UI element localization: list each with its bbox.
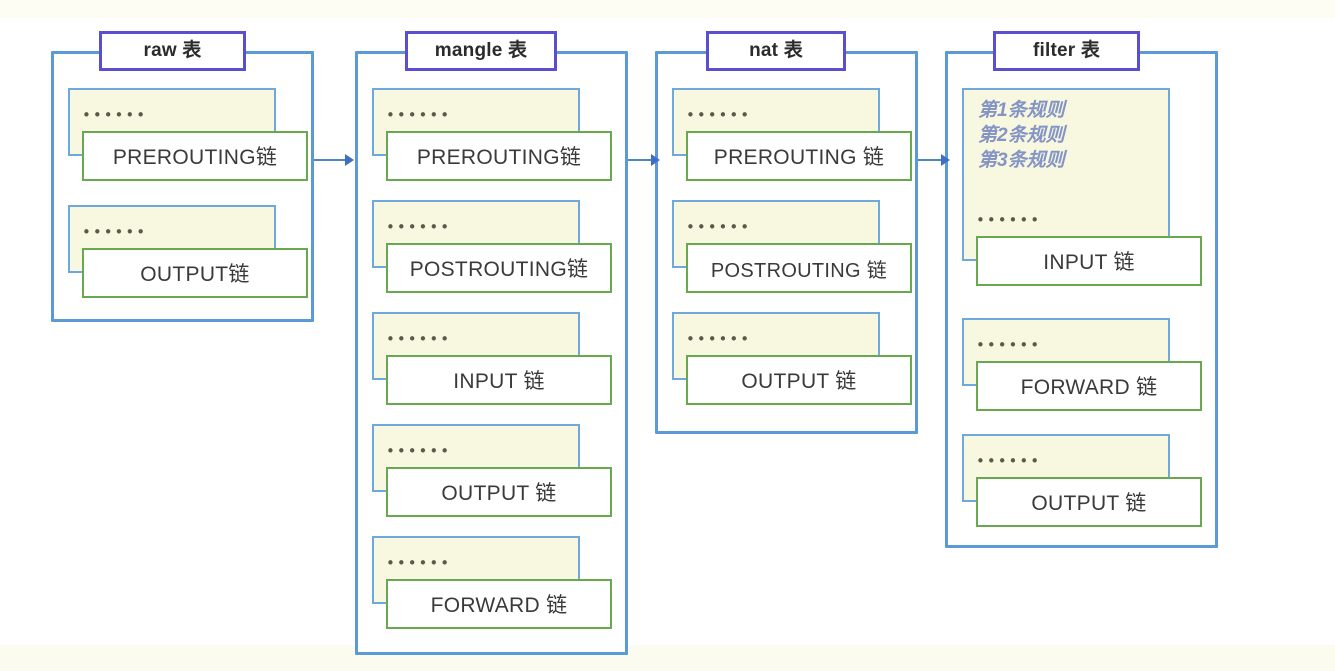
chain-raw-prerouting[interactable]: •••••• PREROUTING链 [68, 88, 308, 183]
ellipsis-dots: •••••• [386, 442, 452, 460]
ellipsis-dots: •••••• [386, 330, 452, 348]
filter-rule-item: 第2条规则 [978, 125, 1065, 146]
background-wash-bottom [0, 645, 1335, 671]
chain-plate-label: POSTROUTING链 [386, 243, 612, 293]
chain-plate-label: OUTPUT 链 [976, 477, 1202, 527]
arrow-raw-to-mangle [314, 154, 355, 166]
filter-rule-list: 第1条规则 第2条规则 第3条规则 [978, 98, 1065, 173]
ellipsis-dots: •••••• [82, 106, 148, 124]
chain-plate-label: PREROUTING 链 [686, 131, 912, 181]
ellipsis-dots: •••••• [386, 106, 452, 124]
chain-plate-label: FORWARD 链 [386, 579, 612, 629]
chain-mangle-postrouting[interactable]: •••••• POSTROUTING链 [372, 200, 612, 295]
chain-filter-input[interactable]: 第1条规则 第2条规则 第3条规则 •••••• INPUT 链 [962, 88, 1202, 288]
chain-plate-label: OUTPUT 链 [386, 467, 612, 517]
table-mangle-title: mangle 表 [405, 31, 557, 71]
chain-plate-label: OUTPUT 链 [686, 355, 912, 405]
table-raw-title: raw 表 [99, 31, 246, 71]
chain-filter-output[interactable]: •••••• OUTPUT 链 [962, 434, 1202, 529]
arrow-mangle-to-nat [628, 154, 660, 166]
chain-nat-output[interactable]: •••••• OUTPUT 链 [672, 312, 912, 407]
ellipsis-dots: •••••• [82, 223, 148, 241]
ellipsis-dots: •••••• [386, 218, 452, 236]
chain-mangle-forward[interactable]: •••••• FORWARD 链 [372, 536, 612, 631]
ellipsis-dots: •••••• [686, 218, 752, 236]
chain-nat-postrouting[interactable]: •••••• POSTROUTING 链 [672, 200, 912, 295]
ellipsis-dots: •••••• [686, 330, 752, 348]
arrow-nat-to-filter [918, 154, 950, 166]
background-wash-top [0, 0, 1335, 18]
chain-mangle-output[interactable]: •••••• OUTPUT 链 [372, 424, 612, 519]
chain-plate-label: FORWARD 链 [976, 361, 1202, 411]
ellipsis-dots: •••••• [686, 106, 752, 124]
ellipsis-dots: •••••• [976, 452, 1042, 470]
table-nat-title: nat 表 [706, 31, 846, 71]
chain-filter-forward[interactable]: •••••• FORWARD 链 [962, 318, 1202, 413]
ellipsis-dots: •••••• [976, 211, 1042, 229]
chain-plate-label: INPUT 链 [976, 236, 1202, 286]
chain-plate-label: OUTPUT链 [82, 248, 308, 298]
chain-raw-output[interactable]: •••••• OUTPUT链 [68, 205, 308, 300]
chain-plate-label: INPUT 链 [386, 355, 612, 405]
table-filter-title: filter 表 [993, 31, 1140, 71]
chain-mangle-input[interactable]: •••••• INPUT 链 [372, 312, 612, 407]
chain-plate-label: PREROUTING链 [82, 131, 308, 181]
chain-pad [962, 88, 1170, 261]
chain-mangle-prerouting[interactable]: •••••• PREROUTING链 [372, 88, 612, 183]
chain-plate-label: PREROUTING链 [386, 131, 612, 181]
ellipsis-dots: •••••• [386, 554, 452, 572]
filter-rule-item: 第3条规则 [978, 150, 1065, 171]
chain-nat-prerouting[interactable]: •••••• PREROUTING 链 [672, 88, 912, 183]
ellipsis-dots: •••••• [976, 336, 1042, 354]
chain-plate-label: POSTROUTING 链 [686, 243, 912, 293]
filter-rule-item: 第1条规则 [978, 100, 1065, 121]
